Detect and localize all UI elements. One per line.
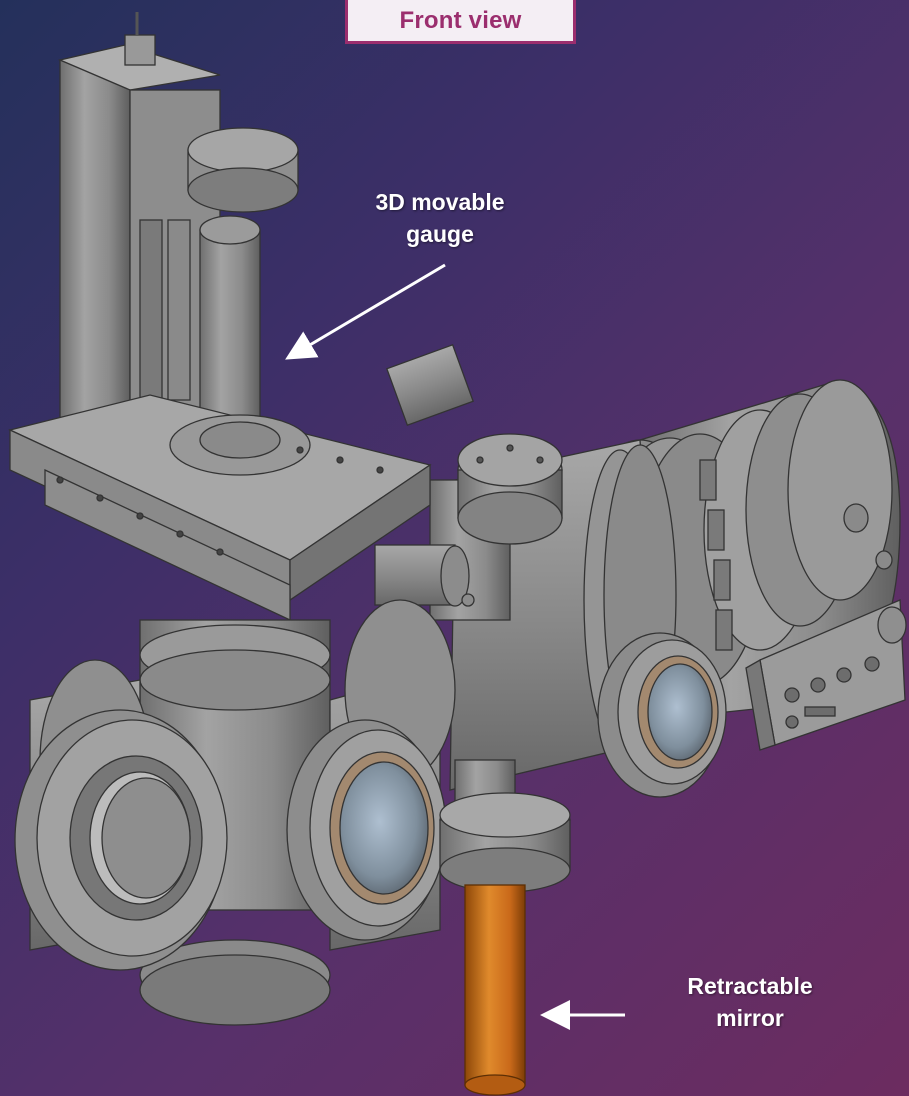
gauge-label: 3D movable gauge	[330, 186, 550, 250]
copper-rod	[464, 884, 526, 1096]
side-feedthrough	[374, 344, 475, 607]
gauge-label-line-2: gauge	[406, 221, 474, 247]
controller-box	[745, 599, 907, 751]
large-front-port	[14, 709, 228, 971]
gauge-stage	[8, 12, 432, 622]
gauge-arrow	[285, 263, 446, 360]
mirror-label: Retractable mirror	[640, 970, 860, 1034]
slide-title: Front view	[345, 0, 576, 44]
side-viewport	[597, 632, 727, 798]
gauge-label-line-1: 3D movable	[375, 189, 505, 215]
mirror-label-line-2: mirror	[716, 1005, 784, 1031]
mirror-label-line-1: Retractable	[687, 973, 813, 999]
mirror-housing	[439, 759, 571, 893]
